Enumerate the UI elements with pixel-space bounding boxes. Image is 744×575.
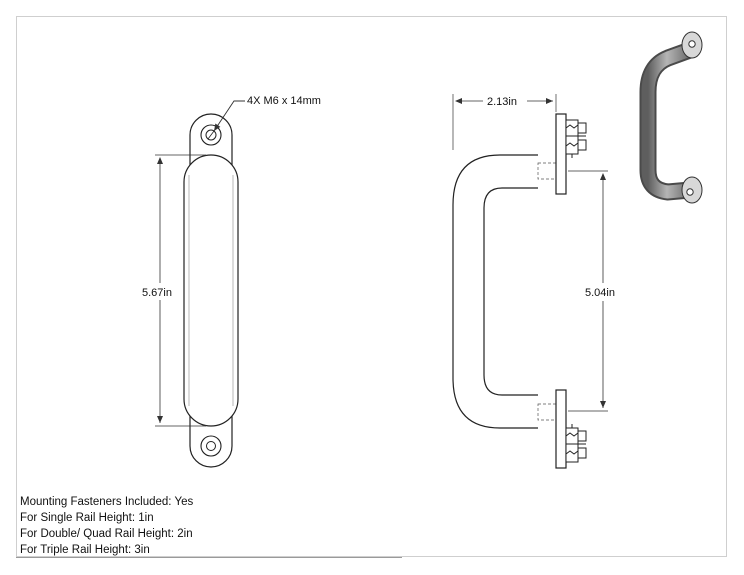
notes-divider	[16, 557, 402, 558]
note-triple-rail: For Triple Rail Height: 3in	[20, 544, 150, 556]
center-dimension-text: 5.04in	[585, 287, 615, 299]
hole-callout-text: 4X M6 x 14mm	[247, 95, 321, 107]
iso-top-flange	[681, 31, 703, 59]
drawing-border	[16, 16, 727, 557]
side-bottom-fastener	[565, 424, 587, 463]
isometric-view	[639, 31, 703, 204]
notes-block: Mounting Fasteners Included: Yes For Sin…	[20, 494, 400, 558]
side-top-fastener	[565, 119, 587, 158]
iso-bottom-flange	[681, 176, 703, 204]
side-handle-outer	[452, 154, 538, 429]
length-dimension-text: 5.67in	[142, 287, 172, 299]
front-flange-outline	[189, 113, 233, 468]
note-fasteners: Mounting Fasteners Included: Yes	[20, 496, 194, 508]
side-view: 2.13in 5.04in	[452, 94, 615, 469]
hole-callout-leader	[213, 100, 245, 132]
side-top-flange	[555, 113, 567, 195]
front-view: 4X M6 x 14mm 5.67in	[142, 95, 321, 468]
note-double-quad-rail: For Double/ Quad Rail Height: 2in	[20, 528, 193, 540]
front-top-hole	[200, 124, 222, 146]
depth-dimension-text: 2.13in	[487, 96, 517, 108]
iso-handle-shading	[641, 43, 697, 199]
front-grip-body	[183, 154, 239, 427]
front-bottom-hole	[200, 435, 222, 457]
side-bottom-flange	[555, 389, 567, 469]
side-hidden-lines	[537, 162, 559, 421]
note-single-rail: For Single Rail Height: 1in	[20, 512, 154, 524]
side-handle-inner	[483, 187, 538, 396]
